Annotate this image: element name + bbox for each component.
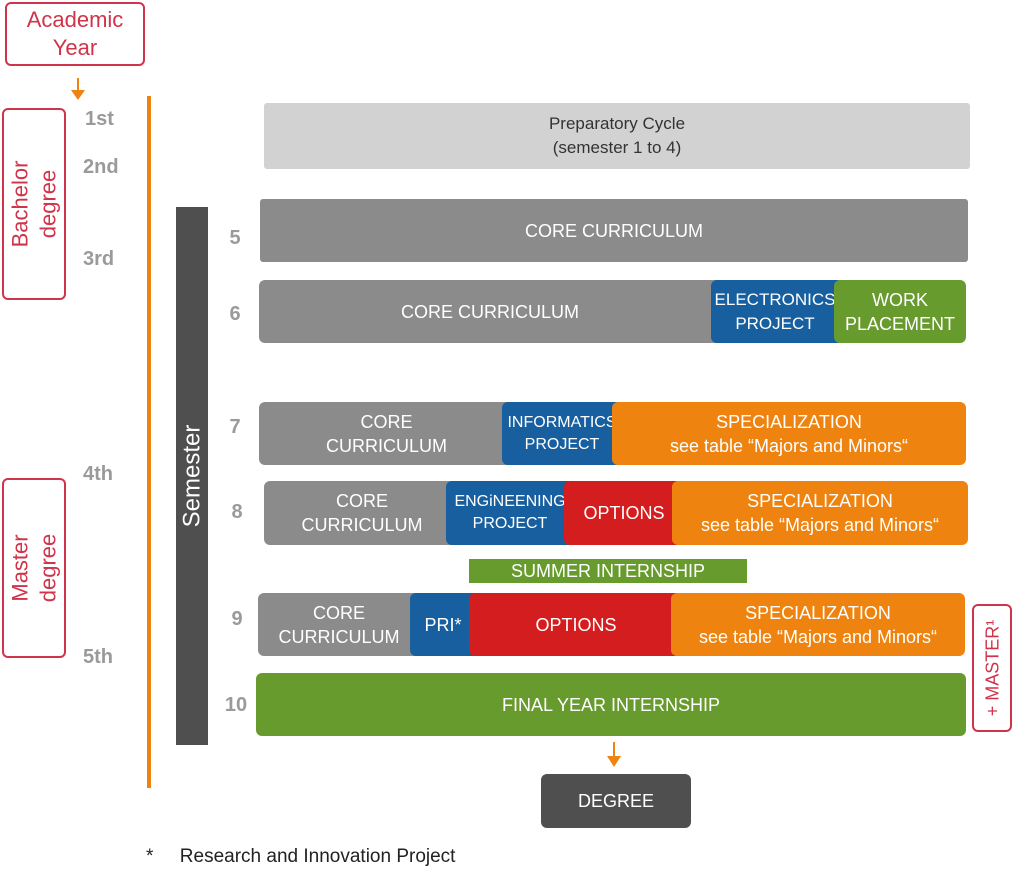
year-timeline-line [147, 96, 151, 788]
footnote: * Research and Innovation Project [146, 846, 456, 867]
year-5th: 5th [83, 646, 113, 668]
s9-pri-block: PRI* [410, 593, 476, 656]
master-degree-text: Master degree [7, 533, 61, 603]
bachelor-degree-text: Bachelor degree [7, 160, 60, 248]
s9-options-block: OPTIONS [469, 593, 683, 656]
master-degree-label: Master degree [2, 478, 66, 658]
s7-specialization-block: SPECIALIZATION see table “Majors and Min… [612, 402, 966, 465]
plus-master-text: + MASTER¹ [982, 619, 1003, 717]
s6-work-placement-block: WORK PLACEMENT [834, 280, 966, 343]
s9-specialization-block: SPECIALIZATION see table “Majors and Min… [671, 593, 965, 656]
plus-master-label: + MASTER¹ [972, 604, 1012, 732]
year-3rd: 3rd [83, 248, 115, 270]
year-2nd: 2nd [83, 156, 119, 178]
s7-informatics-project-block: INFORMATICS PROJECT [502, 402, 622, 465]
semester-bar: Semester [176, 207, 208, 745]
academic-year-text: Academic Year [26, 7, 124, 60]
s7-core-curriculum-block: CORE CURRICULUM [259, 402, 514, 465]
s6-electronics-project-block: ELECTRONICS PROJECT [711, 280, 839, 343]
arrow-down-icon [607, 742, 621, 767]
s5-core-curriculum-block: CORE CURRICULUM [260, 199, 968, 262]
year-4th: 4th [83, 463, 113, 485]
year-1st: 1st [85, 108, 114, 130]
arrow-down-icon [71, 78, 85, 100]
s8-options-block: OPTIONS [564, 481, 684, 545]
s8-core-curriculum-block: CORE CURRICULUM [264, 481, 460, 545]
semester-10: 10 [224, 694, 248, 716]
semester-text: Semester [178, 424, 206, 528]
semester-6: 6 [229, 303, 241, 325]
degree-block: DEGREE [541, 774, 691, 828]
preparatory-cycle-block: Preparatory Cycle (semester 1 to 4) [264, 103, 970, 169]
academic-year-label: Academic Year [5, 2, 145, 66]
s9-core-curriculum-block: CORE CURRICULUM [258, 593, 420, 656]
semester-8: 8 [231, 501, 243, 523]
s6-core-curriculum-block: CORE CURRICULUM [259, 280, 721, 343]
s8-engineering-project-block: ENGiNEENING PROJECT [446, 481, 574, 545]
semester-9: 9 [231, 608, 243, 630]
s10-final-year-internship-block: FINAL YEAR INTERNSHIP [256, 673, 966, 736]
summer-internship-block: SUMMER INTERNSHIP [469, 559, 747, 583]
s8-specialization-block: SPECIALIZATION see table “Majors and Min… [672, 481, 968, 545]
semester-5: 5 [229, 227, 241, 249]
bachelor-degree-label: Bachelor degree [2, 108, 66, 300]
semester-7: 7 [229, 416, 241, 438]
